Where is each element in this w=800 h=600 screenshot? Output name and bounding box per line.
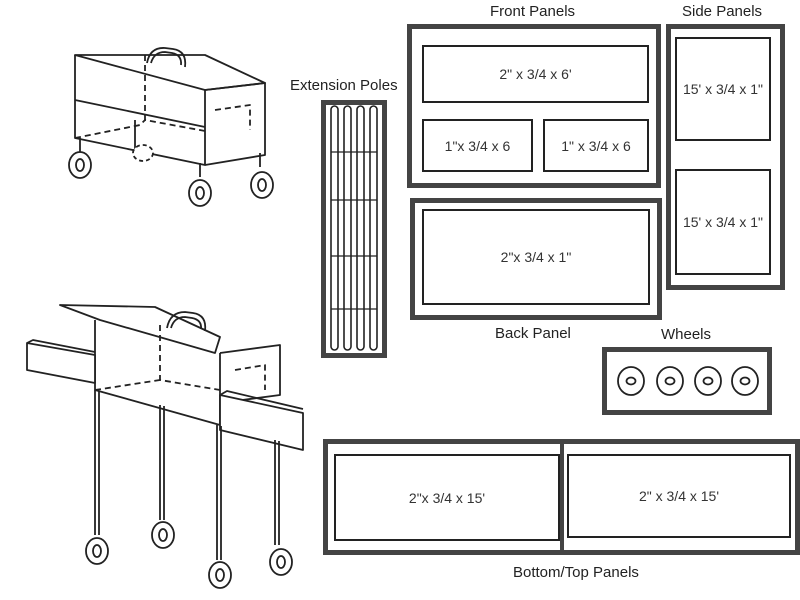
wheel-4 — [731, 366, 759, 396]
cart-open-sketch — [26, 304, 304, 589]
front-panel-small-right: 1" x 3/4 x 6 — [543, 119, 649, 172]
pole-4 — [369, 105, 378, 351]
extension-poles-label: Extension Poles — [290, 77, 398, 94]
back-panel-label: Back Panel — [495, 325, 571, 342]
wheel-2 — [656, 366, 684, 396]
side-panel-bottom: 15' x 3/4 x 1" — [675, 169, 771, 275]
pole-1 — [330, 105, 339, 351]
pole-3 — [356, 105, 365, 351]
front-panels-frame — [407, 24, 661, 188]
bottom-panel-right: 2" x 3/4 x 15' — [567, 454, 791, 538]
pole-2 — [343, 105, 352, 351]
extension-poles-frame — [321, 100, 387, 358]
cart-closed-wheels — [68, 144, 274, 207]
side-panels-label: Side Panels — [682, 3, 763, 20]
front-panel-small-left: 1"x 3/4 x 6 — [422, 119, 533, 172]
wheel-3 — [694, 366, 722, 396]
wheels — [617, 366, 759, 396]
bottom-top-panels-label: Bottom/Top Panels — [513, 564, 639, 581]
wheels-label: Wheels — [661, 326, 712, 343]
back-panel-frame — [410, 198, 662, 320]
front-panels-label: Front Panels — [490, 3, 576, 20]
back-panel: 2"x 3/4 x 1" — [422, 209, 650, 305]
side-panels-frame — [666, 24, 785, 290]
bottom-panel-left: 2"x 3/4 x 15' — [334, 454, 560, 541]
cart-open-wheels — [85, 521, 293, 589]
extension-poles — [330, 105, 378, 351]
side-panel-top: 15' x 3/4 x 1" — [675, 37, 771, 141]
wheel-1 — [617, 366, 645, 396]
cart-closed-sketch — [68, 47, 274, 207]
bottom-top-panels-divider — [560, 439, 566, 555]
front-panel-long: 2" x 3/4 x 6' — [422, 45, 649, 103]
wheels-frame — [602, 347, 772, 415]
